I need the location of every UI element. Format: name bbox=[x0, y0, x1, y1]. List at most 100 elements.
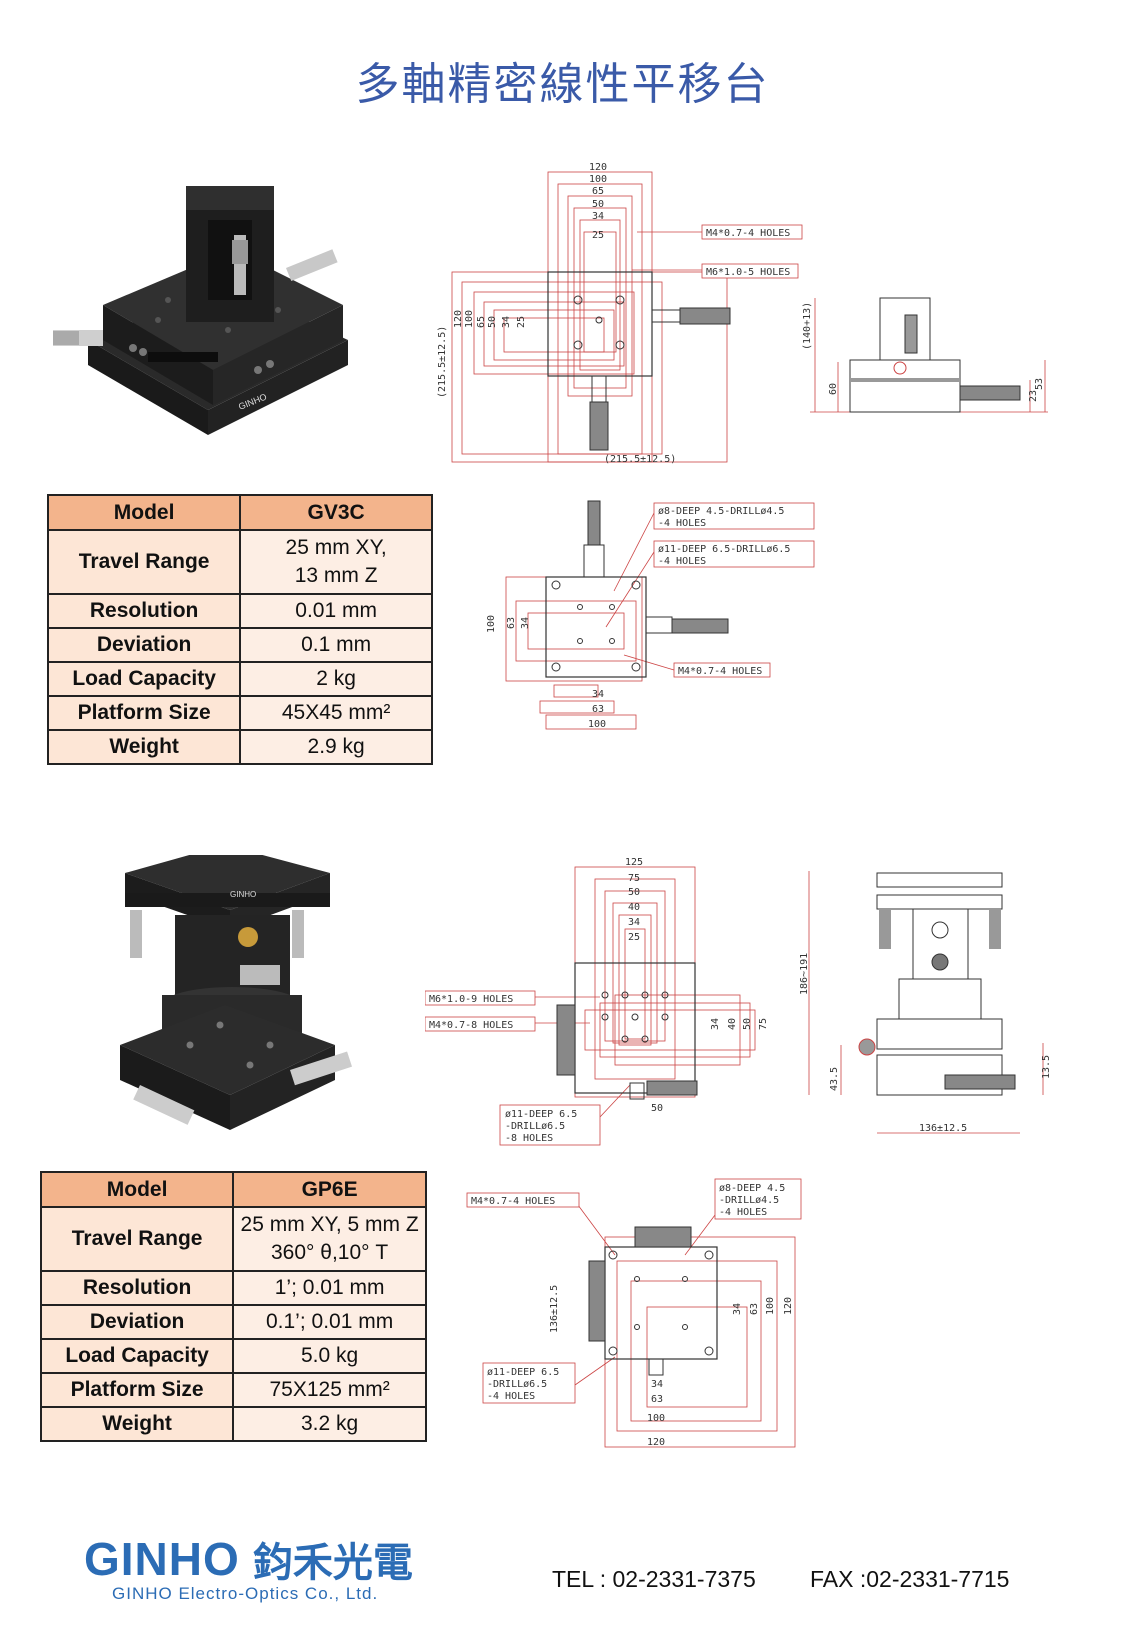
dim-label: 50 bbox=[487, 316, 498, 328]
note-label: -DRILLø6.5 bbox=[487, 1379, 547, 1390]
dim-label: 34 bbox=[501, 316, 512, 328]
spec-header-model-value: GV3C bbox=[239, 494, 433, 531]
spec-row: Travel Range 25 mm XY, 13 mm Z bbox=[46, 529, 433, 595]
note-label: -4 HOLES bbox=[658, 556, 706, 567]
contact-tel: TEL : 02-2331-7375 bbox=[552, 1566, 756, 1592]
dim-label: 65 bbox=[592, 186, 604, 197]
svg-text:GINHO: GINHO bbox=[230, 890, 256, 899]
logo-chinese-name: 鈞禾光電 bbox=[252, 1540, 413, 1586]
note-label: ø11-DEEP 6.5-DRILLø6.5 bbox=[658, 544, 790, 555]
spec-table-gp6e: Model GP6E Travel Range 25 mm XY, 5 mm Z… bbox=[39, 1171, 427, 1442]
note-label: M4*0.7-4 HOLES bbox=[471, 1196, 555, 1207]
dim-label: 100 bbox=[647, 1413, 665, 1424]
spec-label: Deviation bbox=[46, 627, 242, 663]
drawing-side-gp6e: 186~191 43.5 13.5 136±12.5 bbox=[795, 865, 1055, 1145]
spec-value: 2.9 kg bbox=[239, 729, 433, 765]
dim-label: 65 bbox=[476, 316, 487, 328]
dim-label: 40 bbox=[628, 902, 640, 913]
dim-label: 63 bbox=[651, 1394, 663, 1405]
spec-label: Deviation bbox=[39, 1304, 235, 1340]
dim-label: 25 bbox=[516, 316, 527, 328]
dim-label: 63 bbox=[506, 617, 517, 629]
dim-label: 63 bbox=[592, 704, 604, 715]
note-label: -DRILLø4.5 bbox=[719, 1195, 779, 1206]
spec-label: Travel Range bbox=[39, 1206, 235, 1272]
dim-label: 120 bbox=[589, 162, 607, 173]
dim-label: 100 bbox=[588, 719, 606, 730]
note-label: M4*0.7-4 HOLES bbox=[678, 666, 762, 677]
logo-wordmark: GINHO bbox=[84, 1533, 240, 1585]
dim-label: 100 bbox=[486, 615, 497, 633]
dim-label: 120 bbox=[647, 1437, 665, 1448]
drawing-bottom-gv3c: 100 63 34 34 63 100 ø8-DEEP 4.5-DRILLø4.… bbox=[484, 495, 824, 745]
spec-value: 0.1’; 0.01 mm bbox=[232, 1304, 427, 1340]
spec-value: 25 mm XY, 13 mm Z bbox=[239, 529, 433, 595]
dim-label: 60 bbox=[828, 383, 839, 395]
spec-header-model-label: Model bbox=[39, 1171, 235, 1208]
note-label: ø8-DEEP 4.5-DRILLø4.5 bbox=[658, 506, 784, 517]
dim-label: 40 bbox=[727, 1018, 738, 1030]
product-photo-gv3c: GINHO bbox=[48, 180, 358, 440]
note-label: M6*1.0-9 HOLES bbox=[429, 994, 513, 1005]
dim-label: 120 bbox=[783, 1297, 794, 1315]
spec-header-row: Model GP6E bbox=[39, 1171, 427, 1208]
spec-value: 0.1 mm bbox=[239, 627, 433, 663]
dim-label: 75 bbox=[758, 1018, 769, 1030]
spec-label: Weight bbox=[46, 729, 242, 765]
spec-value-line: 360° θ,10° T bbox=[271, 1241, 389, 1264]
dim-label: 34 bbox=[592, 689, 604, 700]
dim-label: 34 bbox=[651, 1379, 663, 1390]
note-label: M4*0.7-4 HOLES bbox=[706, 228, 790, 239]
dim-label: (215.5±12.5) bbox=[437, 326, 448, 398]
dim-label: 100 bbox=[464, 310, 475, 328]
dim-label: (215.5±12.5) bbox=[604, 454, 676, 465]
dim-label: 75 bbox=[628, 873, 640, 884]
note-label: M6*1.0-5 HOLES bbox=[706, 267, 790, 278]
spec-label: Resolution bbox=[46, 593, 242, 629]
spec-value: 25 mm XY, 5 mm Z 360° θ,10° T bbox=[232, 1206, 427, 1272]
spec-label: Platform Size bbox=[39, 1372, 235, 1408]
dim-label: 50 bbox=[592, 199, 604, 210]
note-label: -4 HOLES bbox=[487, 1391, 535, 1402]
spec-label: Weight bbox=[39, 1406, 235, 1442]
drawing-top-gv3c: 120 100 65 50 34 25 120 100 65 50 34 25 … bbox=[432, 160, 812, 475]
spec-header-model-label: Model bbox=[46, 494, 242, 531]
dim-label: 136±12.5 bbox=[549, 1285, 560, 1333]
spec-value: 45X45 mm² bbox=[239, 695, 433, 731]
spec-value: 75X125 mm² bbox=[232, 1372, 427, 1408]
spec-label: Load Capacity bbox=[46, 661, 242, 697]
spec-value: 3.2 kg bbox=[232, 1406, 427, 1442]
spec-value: 1’; 0.01 mm bbox=[232, 1270, 427, 1306]
dim-label: 25 bbox=[592, 230, 604, 241]
dim-label: 34 bbox=[732, 1303, 743, 1315]
spec-value: 0.01 mm bbox=[239, 593, 433, 629]
note-label: -8 HOLES bbox=[505, 1133, 553, 1144]
spec-header-row: Model GV3C bbox=[46, 494, 433, 531]
note-label: -4 HOLES bbox=[658, 518, 706, 529]
dim-label: 186~191 bbox=[799, 953, 810, 995]
spec-label: Travel Range bbox=[46, 529, 242, 595]
spec-header-model-value: GP6E bbox=[232, 1171, 427, 1208]
spec-label: Resolution bbox=[39, 1270, 235, 1306]
spec-label: Platform Size bbox=[46, 695, 242, 731]
spec-value: 2 kg bbox=[239, 661, 433, 697]
dim-label: 13.5 bbox=[1041, 1055, 1052, 1079]
page-title: 多軸精密線性平移台 bbox=[355, 59, 770, 110]
dim-label: 120 bbox=[453, 310, 464, 328]
dim-label: 50 bbox=[628, 887, 640, 898]
dim-label: 43.5 bbox=[829, 1067, 840, 1091]
dim-label: 50 bbox=[651, 1103, 663, 1114]
dim-label: 34 bbox=[628, 917, 640, 928]
dim-label: 50 bbox=[742, 1018, 753, 1030]
drawing-side-gv3c: (140+13) 60 23 53 bbox=[790, 290, 1050, 425]
company-name: GINHO Electro-Optics Co., Ltd. bbox=[112, 1584, 379, 1603]
dim-label: 63 bbox=[749, 1303, 760, 1315]
